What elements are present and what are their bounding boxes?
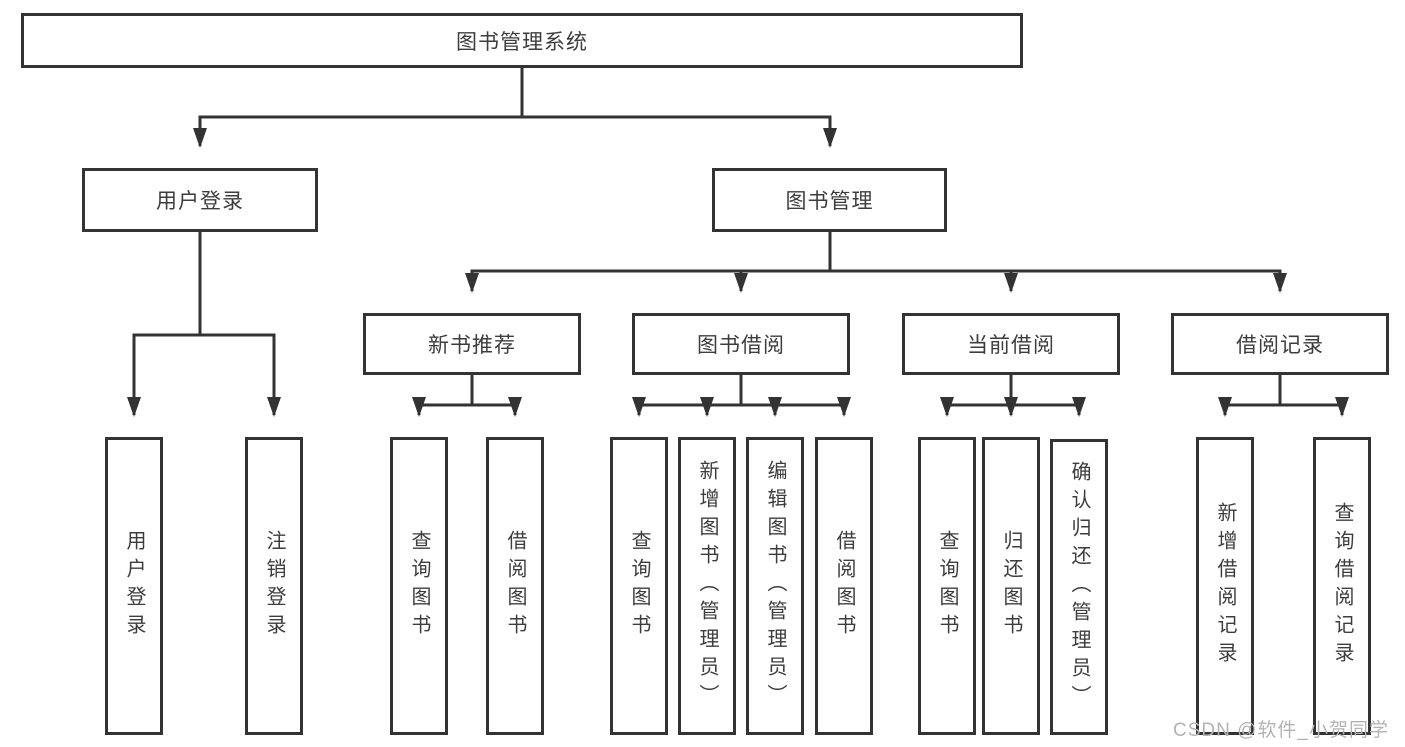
leaf-bb-query-books: 查询图书 [610, 437, 668, 735]
leaf-user-login-label: 用户登录 [123, 530, 145, 642]
connector-group [127, 66, 1349, 417]
node-current-borrowing-label: 当前借阅 [967, 334, 1055, 357]
leaf-nbr-borrow-books: 借阅图书 [486, 437, 544, 735]
leaf-br-query-record-label: 查询借阅记录 [1331, 502, 1353, 670]
node-root-label: 图书管理系统 [456, 30, 588, 54]
leaf-bb-edit-books-admin-label: 编辑图书（管理员） [764, 460, 786, 712]
node-user-login: 用户登录 [82, 168, 318, 232]
leaf-nbr-query-books: 查询图书 [390, 437, 448, 735]
leaf-logout-label: 注销登录 [263, 530, 285, 642]
leaf-cb-return-books-label: 归还图书 [1000, 530, 1022, 642]
node-book-management-label: 图书管理 [785, 190, 874, 213]
leaf-bb-add-books-admin: 新增图书（管理员） [678, 437, 736, 735]
node-user-login-label: 用户登录 [156, 190, 244, 213]
node-book-management: 图书管理 [712, 168, 947, 232]
node-borrowing-records: 借阅记录 [1171, 313, 1389, 375]
node-root: 图书管理系统 [21, 13, 1023, 68]
leaf-bb-add-books-admin-label: 新增图书（管理员） [696, 460, 718, 712]
node-current-borrowing: 当前借阅 [902, 313, 1120, 375]
leaf-user-login: 用户登录 [105, 437, 163, 735]
leaf-cb-query-books-label: 查询图书 [936, 530, 958, 642]
node-book-borrowing-label: 图书借阅 [697, 334, 785, 357]
leaf-br-query-record: 查询借阅记录 [1313, 437, 1371, 735]
node-book-borrowing: 图书借阅 [632, 313, 850, 375]
leaf-bb-query-books-label: 查询图书 [628, 530, 650, 642]
leaf-logout: 注销登录 [245, 437, 303, 735]
leaf-cb-confirm-return-admin: 确认归还（管理员） [1050, 439, 1108, 735]
leaf-br-add-record-label: 新增借阅记录 [1214, 502, 1236, 670]
leaf-bb-borrow-books: 借阅图书 [815, 437, 873, 735]
csdn-watermark: CSDN @软件_小贺同学 [1173, 720, 1389, 741]
leaf-nbr-query-books-label: 查询图书 [408, 530, 430, 642]
leaf-cb-query-books: 查询图书 [918, 437, 976, 735]
leaf-bb-edit-books-admin: 编辑图书（管理员） [746, 437, 804, 735]
leaf-nbr-borrow-books-label: 借阅图书 [504, 530, 526, 642]
leaf-br-add-record: 新增借阅记录 [1196, 437, 1254, 735]
node-new-book-recommend: 新书推荐 [363, 313, 581, 375]
leaf-bb-borrow-books-label: 借阅图书 [833, 530, 855, 642]
node-borrowing-records-label: 借阅记录 [1236, 334, 1324, 357]
leaf-cb-confirm-return-admin-label: 确认归还（管理员） [1068, 461, 1090, 713]
leaf-cb-return-books: 归还图书 [982, 437, 1040, 735]
node-new-book-recommend-label: 新书推荐 [428, 334, 516, 357]
